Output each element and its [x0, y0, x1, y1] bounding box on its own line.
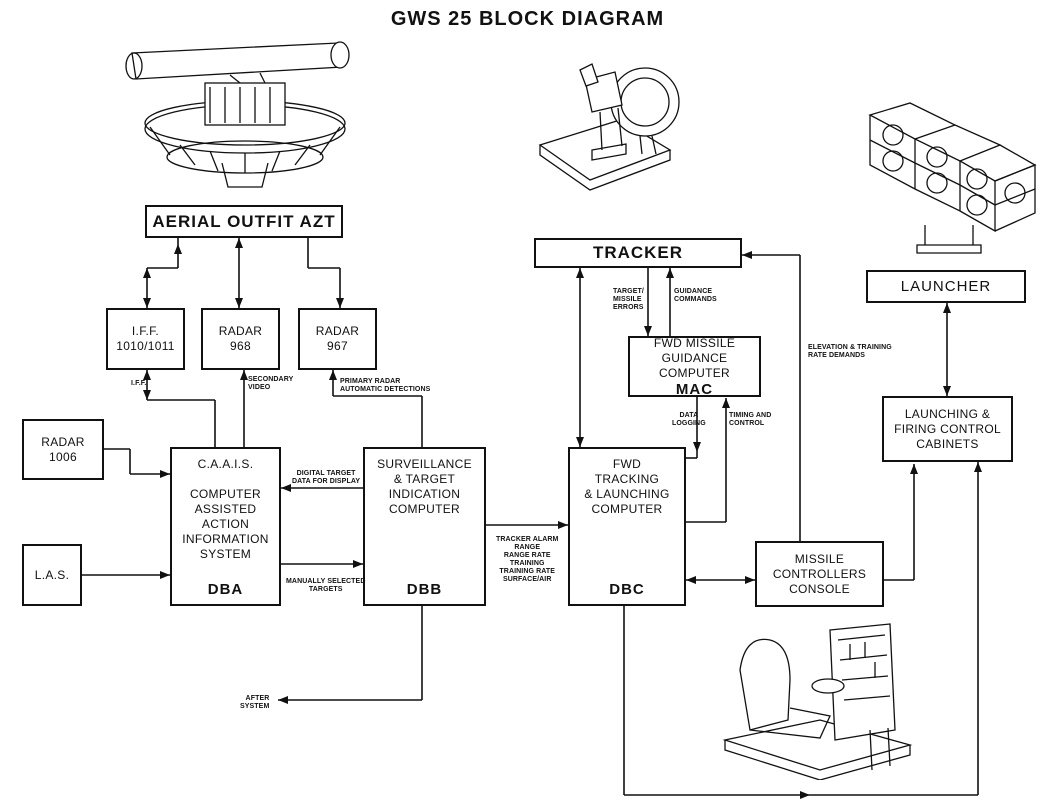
launcher-illustration — [868, 102, 1037, 254]
aerial-outfit-label: AERIAL OUTFIT AZT — [152, 211, 336, 231]
console-illustration — [722, 623, 913, 780]
data-logging-label: DATA LOGGING — [672, 412, 706, 427]
radar-968-label: RADAR 968 — [218, 324, 263, 353]
guidance-commands-label: GUIDANCE COMMANDS — [674, 288, 717, 303]
caais-label: C.A.A.I.S. COMPUTER ASSISTED ACTION INFO… — [182, 457, 269, 561]
tracker-block: TRACKER — [534, 238, 742, 268]
caais-block: C.A.A.I.S. COMPUTER ASSISTED ACTION INFO… — [170, 447, 281, 606]
radar-967-block: RADAR 967 — [298, 308, 377, 370]
missile-console-block: MISSILE CONTROLLERS CONSOLE — [755, 541, 884, 607]
diagram-title: GWS 25 BLOCK DIAGRAM — [390, 8, 665, 30]
las-label: L.A.S. — [34, 567, 70, 582]
primary-radar-label: PRIMARY RADAR AUTOMATIC DETECTIONS — [340, 378, 431, 393]
target-errors-label: TARGET/ MISSILE ERRORS — [613, 288, 644, 311]
iff-label: I.F.F. 1010/1011 — [116, 324, 175, 353]
elevation-demands-label: ELEVATION & TRAINING RATE DEMANDS — [808, 344, 892, 359]
firing-control-block: LAUNCHING & FIRING CONTROL CABINETS — [882, 396, 1013, 462]
tracking-launching-block: FWD TRACKING & LAUNCHING COMPUTER DBC — [568, 447, 686, 606]
missile-guidance-block: FWD MISSILE GUIDANCE COMPUTER MAC — [628, 335, 761, 398]
tracking-launching-code: DBC — [609, 581, 645, 598]
tracking-launching-label: FWD TRACKING & LAUNCHING COMPUTER — [584, 457, 670, 516]
after-system-label: AFTER SYSTEM — [240, 695, 270, 710]
manual-targets-label: MANUALLY SELECTED TARGETS — [286, 578, 366, 593]
missile-guidance-code: MAC — [675, 380, 714, 398]
digital-target-label: DIGITAL TARGET DATA FOR DISPLAY — [292, 470, 361, 485]
launcher-block: LAUNCHER — [866, 270, 1026, 303]
firing-control-label: LAUNCHING & FIRING CONTROL CABINETS — [894, 406, 1001, 451]
las-block: L.A.S. — [22, 544, 82, 606]
aerial-antenna-illustration — [125, 41, 350, 188]
radar-1006-block: RADAR 1006 — [22, 419, 104, 480]
tracker-label: TRACKER — [592, 243, 684, 262]
caais-code: DBA — [207, 581, 244, 598]
launcher-label: LAUNCHER — [900, 278, 992, 295]
iff-signal-label: I.F.F. — [131, 380, 147, 387]
stic-block: SURVEILLANCE & TARGET INDICATION COMPUTE… — [363, 447, 486, 606]
tracker-alarm-label: TRACKER ALARM RANGE RANGE RATE TRAINING … — [496, 536, 559, 583]
aerial-outfit-block: AERIAL OUTFIT AZT — [145, 205, 343, 238]
stic-code: DBB — [406, 581, 443, 598]
tracker-illustration — [538, 63, 680, 191]
radar-1006-label: RADAR 1006 — [41, 434, 85, 464]
missile-console-label: MISSILE CONTROLLERS CONSOLE — [772, 551, 867, 596]
secondary-video-label: SECONDARY VIDEO — [248, 376, 294, 391]
stic-label: SURVEILLANCE & TARGET INDICATION COMPUTE… — [377, 457, 472, 516]
timing-control-label: TIMING AND CONTROL — [729, 412, 772, 427]
missile-guidance-label: FWD MISSILE GUIDANCE COMPUTER — [653, 335, 736, 380]
iff-block: I.F.F. 1010/1011 — [106, 308, 185, 370]
radar-967-label: RADAR 967 — [315, 324, 360, 353]
radar-968-block: RADAR 968 — [201, 308, 280, 370]
